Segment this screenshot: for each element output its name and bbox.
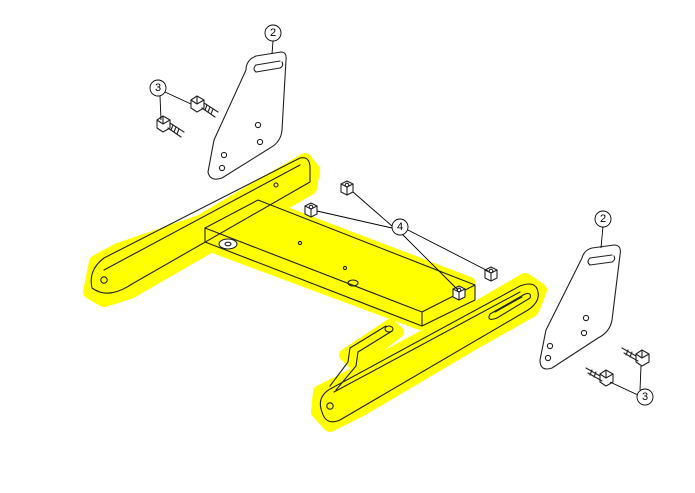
mounting-frame <box>90 157 539 423</box>
svg-text:3: 3 <box>155 82 161 94</box>
nut-d <box>452 285 466 301</box>
callout-4: 4 <box>391 218 409 236</box>
svg-text:2: 2 <box>600 213 606 225</box>
callout-3-lower: 3 <box>636 388 654 406</box>
svg-text:4: 4 <box>397 221 403 233</box>
mounting-bracket-upper <box>207 51 287 180</box>
frame-highlight <box>83 153 547 432</box>
svg-text:2: 2 <box>270 27 276 39</box>
bolt-upper-a <box>190 95 219 118</box>
leader-lines <box>159 40 642 396</box>
bolt-lower-b <box>585 367 614 387</box>
svg-text:3: 3 <box>642 391 648 403</box>
bolt-upper-b <box>156 115 185 138</box>
nut-c <box>484 266 498 282</box>
bolt-lower-a <box>621 347 650 367</box>
callout-3-upper: 3 <box>149 79 167 97</box>
nut-a <box>340 180 354 196</box>
nut-b <box>304 202 318 218</box>
mounting-bracket-lower <box>539 244 621 370</box>
callout-2-upper: 2 <box>264 24 282 42</box>
callout-2-lower: 2 <box>594 210 612 228</box>
